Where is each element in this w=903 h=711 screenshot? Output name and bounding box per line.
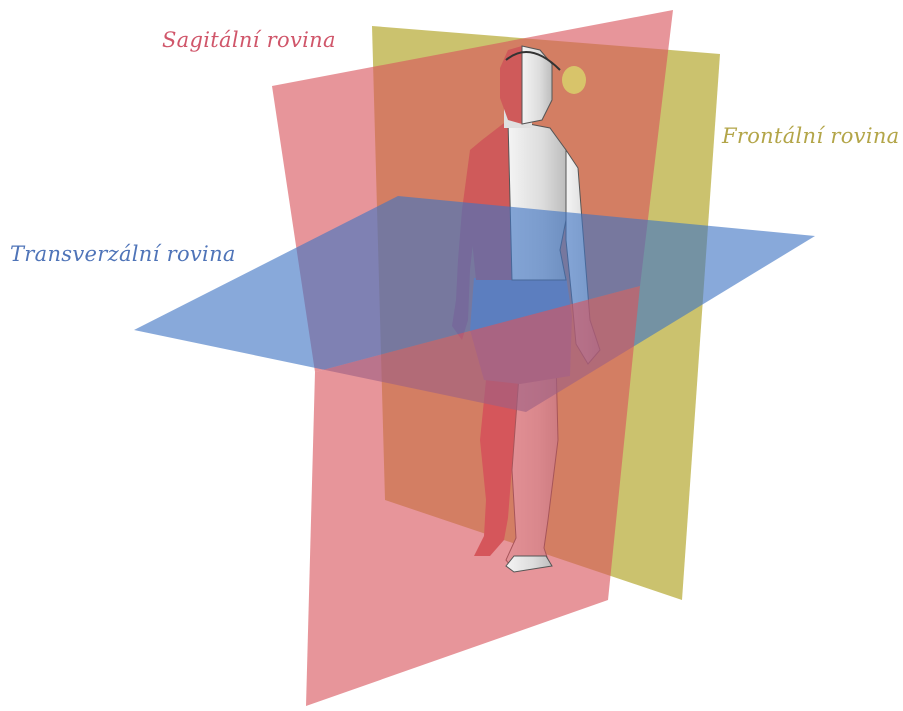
- sagittal-plane-label: Sagitální rovina: [162, 28, 336, 52]
- hair-bun: [562, 66, 586, 94]
- transverse-plane-label: Transverzální rovina: [10, 242, 236, 266]
- frontal-plane-label: Frontální rovina: [722, 124, 899, 148]
